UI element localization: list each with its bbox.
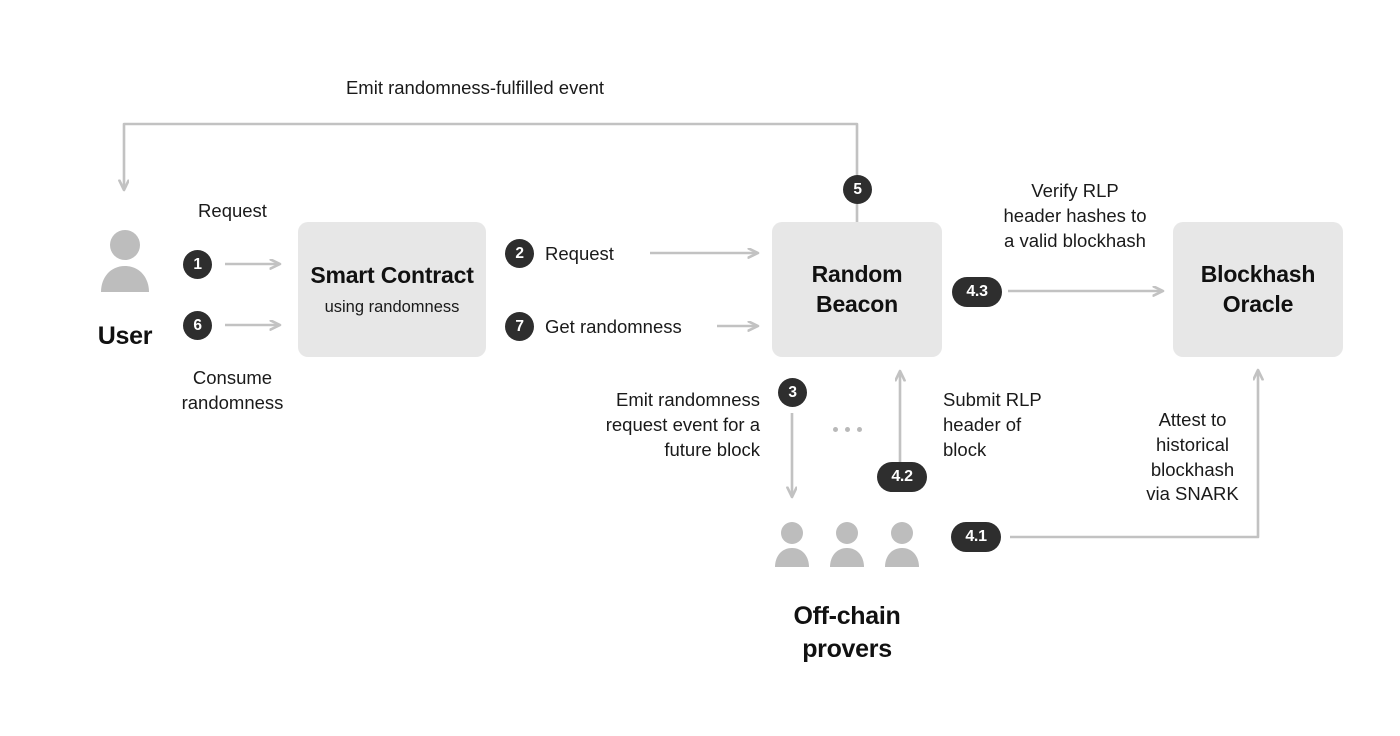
step-badge-2[interactable]: 2: [505, 239, 534, 268]
step-badge-4-3[interactable]: 4.3: [952, 277, 1002, 307]
caption-emit-randomness-fulfilled: Emit randomness-fulfilled event: [345, 77, 605, 98]
caption-verify-rlp: Verify RLP header hashes to a valid bloc…: [1003, 180, 1147, 251]
blockhash-oracle-title: Blockhash Oracle: [1200, 260, 1316, 317]
node-random-beacon[interactable]: Random Beacon: [772, 222, 942, 357]
caption-attest-snark: Attest to historical blockhash via SNARK: [1146, 409, 1239, 505]
random-beacon-title: Random Beacon: [811, 260, 903, 317]
step-badge-1[interactable]: 1: [183, 250, 212, 279]
caption-request-top: Request: [198, 200, 267, 221]
step-badge-5[interactable]: 5: [843, 175, 872, 204]
ellipsis-icon: [833, 427, 862, 432]
caption-consume-randomness: Consume randomness: [181, 367, 284, 413]
step-badge-3[interactable]: 3: [778, 378, 807, 407]
smart-contract-subtitle: using randomness: [324, 298, 460, 317]
step-badge-6[interactable]: 6: [183, 311, 212, 340]
caption-submit-rlp: Submit RLP header of block: [943, 389, 1042, 460]
caption-request-2: Request: [545, 243, 614, 264]
off-chain-provers-people-group-icon: [768, 520, 928, 570]
node-blockhash-oracle[interactable]: Blockhash Oracle: [1173, 222, 1343, 357]
user-label: User: [97, 322, 153, 350]
node-smart-contract[interactable]: Smart Contract using randomness: [298, 222, 486, 357]
caption-get-randomness: Get randomness: [545, 316, 682, 337]
caption-emit-request-event: Emit randomness request event for a futu…: [605, 389, 760, 460]
step-badge-7[interactable]: 7: [505, 312, 534, 341]
step-badge-4-2[interactable]: 4.2: [877, 462, 927, 492]
smart-contract-title: Smart Contract: [310, 262, 474, 289]
step-badge-4-1[interactable]: 4.1: [951, 522, 1001, 552]
user-person-icon: [99, 228, 151, 300]
off-chain-provers-label: Off-chain provers: [793, 602, 901, 663]
